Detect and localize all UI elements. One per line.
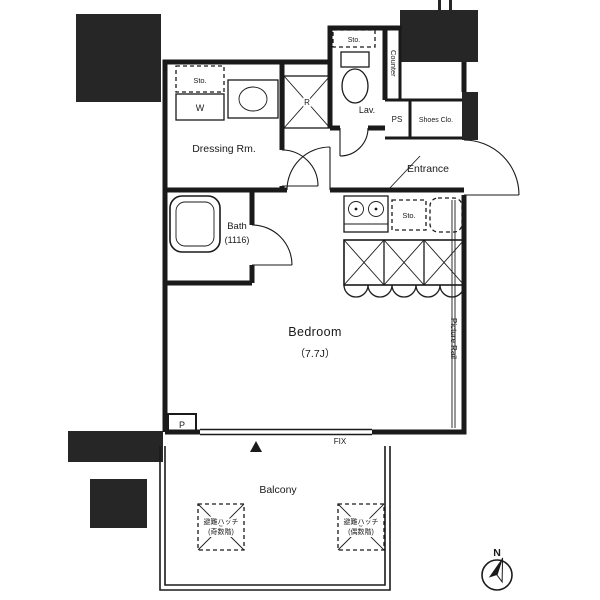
labels: Dressing Rm. Bath (1116) Lav. Entrance B… (179, 37, 458, 538)
genkan-step-line (387, 155, 421, 191)
closet-outline (343, 239, 465, 286)
shoes-closet-label: Shoes Clo. (419, 117, 453, 124)
evacuation-hatch-even-box (337, 503, 385, 551)
picture-rail-lines (451, 200, 456, 428)
entrance-door-arc (463, 139, 520, 196)
roof-stub-mark-1 (438, 0, 441, 10)
bedroom-door (286, 146, 331, 191)
stove-body (343, 195, 389, 233)
pillar-box (167, 413, 197, 433)
evacuation-hatch-even-label-line2: (偶数階) (348, 527, 374, 536)
block-entrance-side (462, 92, 478, 140)
toilet-bowl (341, 68, 369, 104)
bathtub-inner (175, 201, 215, 247)
pillar-label: P (179, 420, 185, 430)
kitchen-fixtures (343, 195, 463, 233)
lav-door (339, 127, 369, 157)
vanity-counter (227, 79, 279, 119)
room-label-entrance: Entrance (407, 163, 449, 175)
block-top-left (76, 14, 161, 102)
vanity-sink-basin (238, 86, 268, 112)
evacuation-hatch-even-label-line1: 避難ハッチ (344, 517, 379, 526)
balcony (159, 446, 391, 591)
fix-window-lines (200, 428, 372, 436)
evacuation-hatch-odd-label-line2: (奇数階) (208, 527, 234, 536)
entry-triangle-marker (250, 441, 262, 452)
fix-window (200, 428, 372, 452)
room-label-lav: Lav. (359, 105, 375, 115)
pipe-space-label: PS (392, 115, 403, 124)
compass: N (481, 546, 513, 591)
balcony-railing (159, 446, 391, 591)
evacuation-hatch-even (337, 503, 385, 551)
closet-cross-lines (343, 239, 465, 286)
dressing-fixtures (175, 65, 279, 121)
washer-label: W (196, 103, 205, 113)
lav-fixtures (332, 29, 376, 104)
toilet-tank (340, 51, 370, 68)
bathtub-outer (169, 195, 221, 253)
bath-door (251, 224, 293, 266)
bath-door-arc (251, 224, 293, 266)
entrance-door (463, 139, 520, 196)
evacuation-hatch-odd-cross (197, 503, 245, 551)
block-top-right (400, 10, 478, 62)
room-label-bath: Bath (227, 221, 247, 232)
storage-label-dressing: Sto. (193, 76, 206, 85)
evacuation-hatch-odd (197, 503, 245, 551)
stove-burner-right (368, 201, 384, 217)
counter-label: Counter (389, 50, 398, 77)
kitchen-sink-unit (429, 197, 463, 233)
partition-walls (385, 28, 462, 140)
evacuation-hatch-odd-label-line1: 避難ハッチ (204, 517, 239, 526)
refrigerator-box (283, 75, 331, 129)
storage-box-dressing (175, 65, 225, 93)
roof-stub-mark-2 (449, 0, 452, 10)
storage-label-kitchen: Sto. (402, 211, 415, 220)
storage-label-lav: Sto. (348, 37, 361, 44)
evacuation-hatch-even-cross (337, 503, 385, 551)
washer-box (175, 93, 225, 121)
bath-fixtures (169, 195, 221, 253)
fix-window-label: FIX (334, 437, 347, 446)
compass-north-label: N (493, 547, 501, 559)
block-bottom-left-bar (68, 431, 163, 462)
doors (251, 127, 520, 266)
refrigerator-label: R (304, 98, 310, 107)
room-label-dressing: Dressing Rm. (192, 143, 256, 155)
storage-box-lav (332, 29, 376, 48)
closet-dividers (383, 240, 425, 285)
stove-burner-right-dot (374, 207, 378, 211)
stove-burner-left-dot (354, 207, 358, 211)
closet-hanger-scallops (343, 284, 465, 298)
refrigerator-cross-lines (283, 75, 331, 129)
compass-needle-dark-half (488, 557, 503, 578)
room-label-balcony: Balcony (259, 484, 297, 496)
evacuation-hatch-odd-box (197, 503, 245, 551)
room-label-bedroom: Bedroom (288, 325, 342, 339)
stove-burner-left (348, 201, 364, 217)
compass-needle-light-half (496, 557, 504, 584)
bedroom-closet (343, 239, 465, 298)
block-bottom-left-square (90, 479, 147, 528)
compass-needle (488, 557, 504, 584)
dressing-door-arc (281, 149, 319, 187)
solid-blocks (68, 0, 478, 528)
room-label-bedroom-size: （7.7J） (295, 348, 336, 360)
room-label-bath-size: (1116) (225, 235, 250, 245)
refrigerator-space (283, 75, 331, 129)
picture-rail-label: Picture Rail (449, 318, 458, 359)
storage-box-kitchen (391, 199, 427, 231)
bedroom-door-arc (286, 146, 331, 191)
compass-circle (481, 559, 513, 591)
dressing-door (281, 149, 319, 187)
lav-door-arc (339, 127, 369, 157)
